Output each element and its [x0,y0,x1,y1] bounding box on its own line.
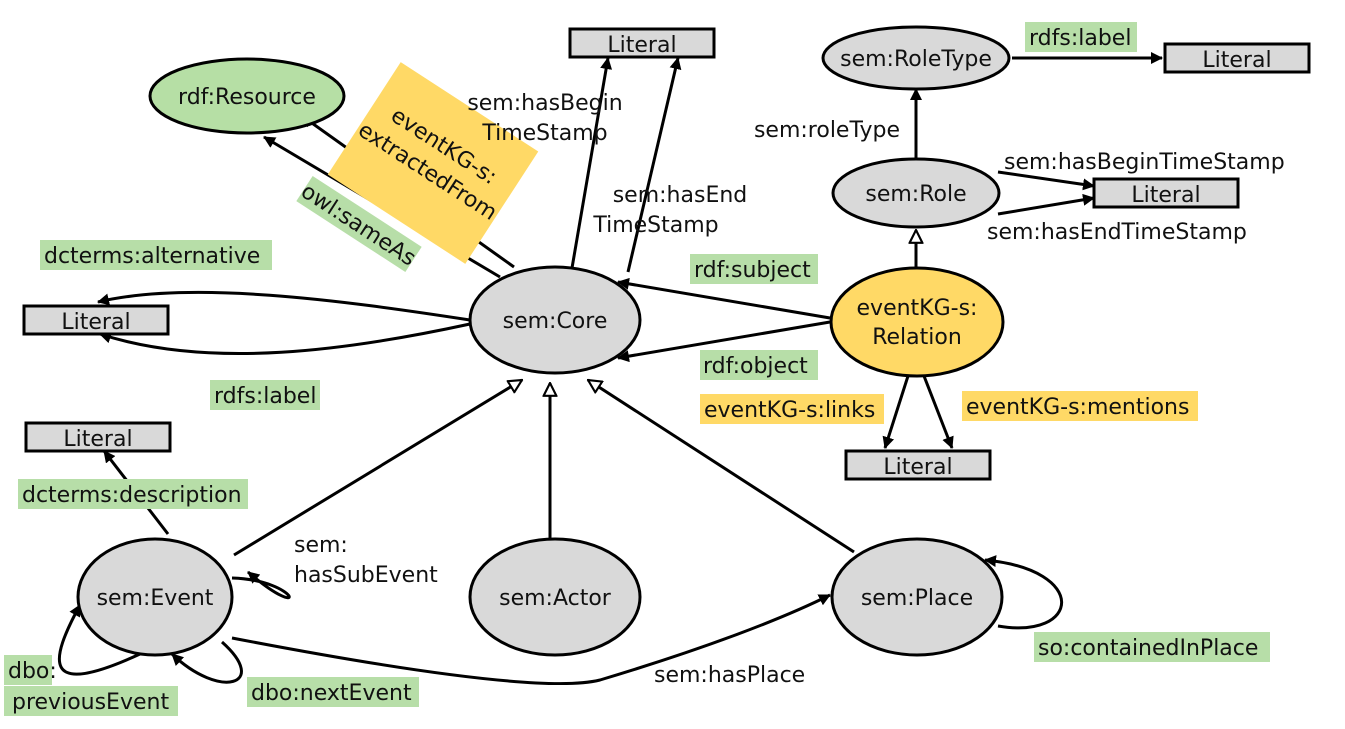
label-has-end-1: sem:hasEnd [613,183,748,208]
mentions-highlight [962,391,1198,421]
edge-dcterms-alternative [97,290,471,322]
literal-box-event [24,421,172,453]
literal-box-roletype [1163,42,1311,74]
edges [57,52,1163,686]
object-highlight [700,350,818,380]
label-previous-2: previousEvent [12,690,169,715]
label-has-begin-1: sem:hasBegin [467,91,622,116]
node-sem-core [468,265,642,375]
label-contained: so:containedInPlace [1038,636,1258,661]
subject-highlight [690,254,818,284]
edge-rdf-object [617,320,831,363]
label-has-place: sem:hasPlace [654,663,805,688]
node-sem-role-label: sem:Role [865,182,966,207]
label-core-highlight [210,380,320,410]
label-description: dcterms:description [22,483,242,508]
previous-1-highlight [4,655,52,685]
edge-next-event [170,640,243,684]
node-rdf-resource [148,57,346,135]
label-previous-1: dbo: [8,659,57,684]
node-sem-place-label: sem:Place [861,586,973,611]
literal-box-relation [844,449,992,481]
label-sub-event-1: sem: [294,533,348,558]
edge-has-end-timestamp [626,57,682,273]
label-object: rdf:object [703,354,808,379]
edge-role-end [997,193,1095,216]
label-role-end: sem:hasEndTimeStamp [987,220,1247,245]
literal-event: Literal [63,427,132,452]
literal-box-top [568,27,716,59]
edge-rdf-subject [617,277,831,320]
node-sem-actor [468,537,642,657]
literal-top: Literal [607,33,676,58]
node-rdf-resource-label: rdf:Resource [178,85,316,110]
edge-has-place [231,593,831,686]
label-role-type: sem:roleType [754,118,900,143]
edge-has-sub-event [231,570,291,600]
label-mentions: eventKG-s:mentions [966,395,1189,420]
edge-role-begin [997,170,1095,191]
label-rdfs-label-roletype: rdfs:label [1029,26,1131,51]
description-highlight [18,479,248,509]
edge-previous-event [57,604,141,676]
label-sub-event-2: hasSubEvent [294,563,438,588]
node-sem-roletype [821,25,1011,91]
previous-2-highlight [4,686,178,716]
node-sem-actor-label: sem:Actor [499,586,612,611]
links-highlight [700,394,884,424]
literal-box-core [22,304,170,336]
label-has-begin-2: TimeStamp [481,121,607,146]
literal-boxes: Literal Literal Literal Literal Literal … [22,27,1311,481]
literal-relation: Literal [883,455,952,480]
edge-links [882,375,910,449]
literal-core: Literal [61,310,130,335]
node-sem-event [76,537,234,657]
node-sem-role [831,157,1001,229]
literal-role: Literal [1131,183,1200,208]
edge-mentions [922,375,954,449]
node-sem-core-label: sem:Core [503,309,608,334]
node-eventkg-relation [829,266,1005,378]
extracted-from-highlight [327,62,539,264]
label-subject: rdf:subject [694,258,811,283]
node-sem-event-label: sem:Event [97,586,214,611]
next-highlight [247,677,419,707]
nodes: rdf:Resource sem:Core sem:RoleType sem:R… [76,25,1011,657]
edge-place-to-core [588,380,855,554]
node-relation-label-2: Relation [872,325,962,350]
same-as-highlight [296,176,422,272]
label-links: eventKG-s:links [704,398,875,423]
label-next: dbo:nextEvent [251,681,412,706]
label-has-end-2: TimeStamp [592,213,718,238]
label-highlights [4,22,1270,716]
label-role-begin: sem:hasBeginTimeStamp [1004,150,1285,175]
edge-event-to-core [233,378,522,557]
edge-rdfs-label-core [99,322,471,356]
contained-highlight [1034,632,1270,662]
edge-has-begin-timestamp [570,57,613,269]
node-relation-label-1: eventKG-s: [857,296,978,321]
label-roletype-highlight [1025,22,1137,52]
literal-box-role [1092,177,1240,209]
node-sem-place [830,537,1004,657]
literal-roletype: Literal [1202,48,1271,73]
label-rdfs-label-core: rdfs:label [214,384,316,409]
alternative-highlight [40,240,272,270]
node-sem-roletype-label: sem:RoleType [840,47,992,72]
edge-contained-in-place [984,555,1063,630]
label-alternative: dcterms:alternative [44,244,260,269]
